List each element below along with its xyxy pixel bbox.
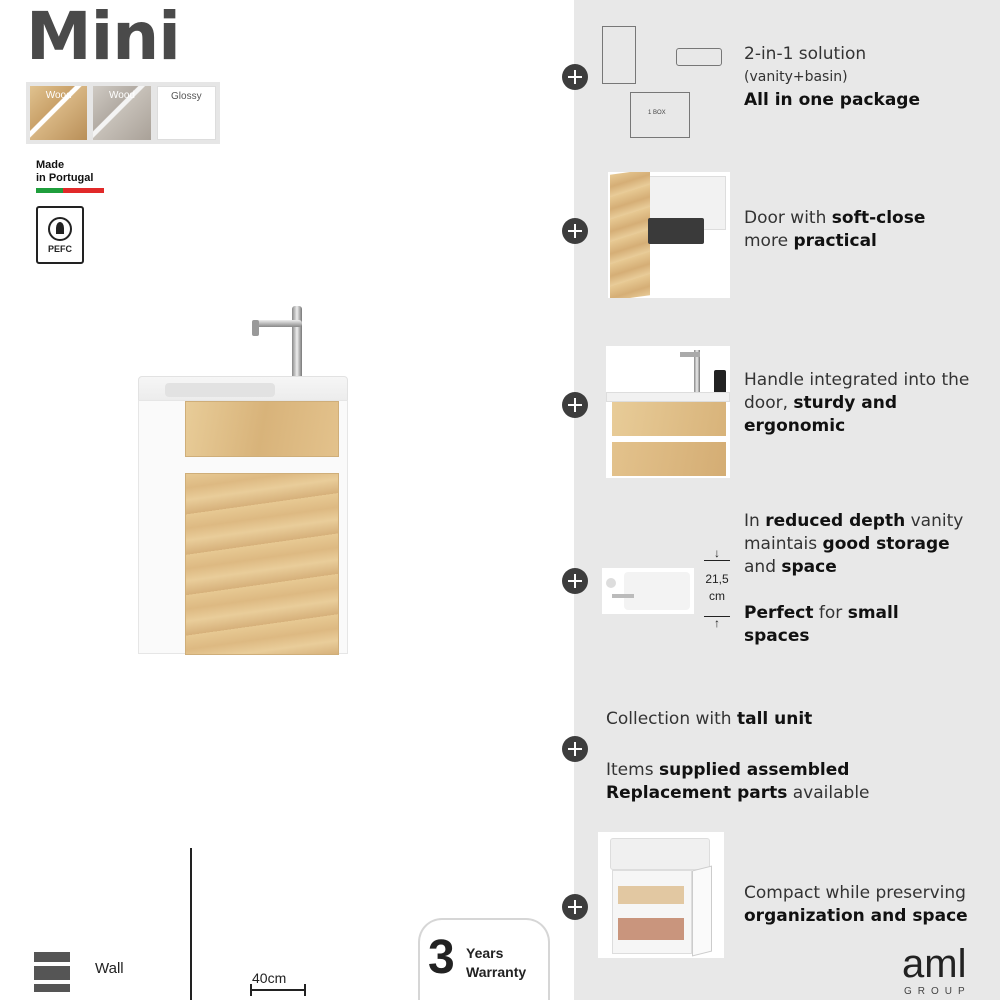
vanity-product-image bbox=[138, 302, 348, 655]
depth-dimension: ↓ 21,5 cm ↑ bbox=[704, 546, 730, 630]
compact-storage-image bbox=[598, 832, 724, 958]
product-title: Mini bbox=[26, 0, 181, 75]
swatch-wood-oak[interactable]: Wood bbox=[30, 86, 88, 140]
arrow-down-icon: ↓ bbox=[714, 546, 720, 560]
basin bbox=[138, 376, 348, 402]
feature-reduced-depth: In reduced depth vanity maintais good st… bbox=[744, 511, 964, 646]
swatch-glossy[interactable]: Glossy bbox=[156, 86, 216, 140]
reduced-depth-basin-image bbox=[602, 568, 694, 614]
aml-group-label: GROUP bbox=[904, 986, 971, 997]
tree-icon bbox=[48, 216, 72, 241]
feature-collection: Collection with tall unit Items supplied… bbox=[606, 709, 870, 803]
swatch-label: Wood bbox=[45, 90, 72, 101]
soft-close-door-image bbox=[608, 172, 730, 298]
warranty-badge: 3 Years Warranty bbox=[418, 918, 550, 1000]
expand-plus-icon[interactable] bbox=[562, 568, 588, 594]
width-label: 40cm bbox=[252, 970, 287, 986]
made-in-label: Made in Portugal bbox=[36, 159, 94, 184]
expand-plus-icon[interactable] bbox=[562, 218, 588, 244]
color-swatches: Wood Wood Glossy bbox=[26, 82, 220, 144]
expand-plus-icon[interactable] bbox=[562, 894, 588, 920]
feature-compact: Compact while preserving organization an… bbox=[744, 883, 968, 926]
width-dimension-icon bbox=[250, 984, 306, 996]
feature-soft-close: Door with soft-close more practical bbox=[744, 208, 926, 251]
expand-plus-icon[interactable] bbox=[562, 736, 588, 762]
expand-plus-icon[interactable] bbox=[562, 392, 588, 418]
integrated-handle-image bbox=[606, 346, 730, 478]
portugal-flag-icon bbox=[36, 188, 104, 193]
pefc-certification-icon: PEFC bbox=[36, 206, 84, 264]
cabinet-door bbox=[185, 473, 339, 655]
mount-type-label: Wall bbox=[95, 960, 124, 977]
feature-integrated-handle: Handle integrated into the door, sturdy … bbox=[744, 370, 970, 436]
divider bbox=[190, 848, 192, 1000]
expand-plus-icon[interactable] bbox=[562, 64, 588, 90]
swatch-label: Wood bbox=[109, 90, 135, 101]
swatch-label: Glossy bbox=[171, 91, 202, 102]
cabinet bbox=[138, 400, 348, 655]
package-illustration: 1 BOX bbox=[600, 22, 728, 140]
swatch-wood-grey[interactable]: Wood bbox=[93, 86, 151, 140]
wall-mount-icon bbox=[28, 948, 76, 996]
cabinet-drawer bbox=[185, 401, 339, 457]
feature-two-in-one: 2-in-1 solution (vanity+basin) All in on… bbox=[744, 44, 921, 110]
arrow-up-icon: ↑ bbox=[714, 616, 720, 630]
aml-logo: aml bbox=[902, 942, 967, 986]
